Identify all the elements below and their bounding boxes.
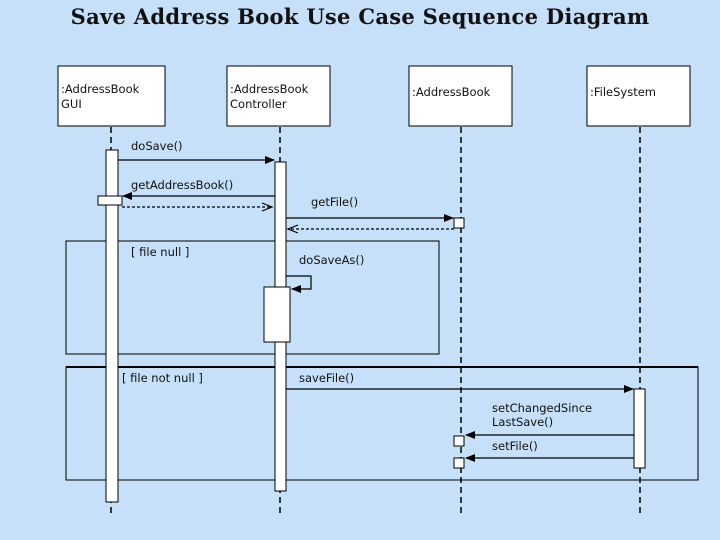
lifeline-controller-box[interactable] (226, 65, 331, 127)
lifeline-controller-type: Controller (230, 97, 287, 111)
activation-gui-nested (97, 195, 123, 206)
message-setchanged-label-2: LastSave() (492, 415, 553, 429)
activation-controller-nested (263, 286, 291, 343)
message-dosaveas-label: doSaveAs() (299, 253, 364, 267)
lifeline-addressbook-name: :AddressBook (412, 85, 491, 99)
activation-addressbook-setchanged (453, 435, 465, 447)
return-getaddressbook-head (261, 202, 274, 212)
lifeline-addressbook-box[interactable] (408, 65, 513, 127)
guard-file-not-null: [ file not null ] (122, 371, 203, 385)
lifeline-gui-type: GUI (61, 97, 82, 111)
activation-addressbook-getfile (453, 217, 465, 229)
activation-addressbook-setfile (453, 457, 465, 469)
message-dosave-label: doSave() (131, 139, 183, 153)
message-getfile-label: getFile() (311, 195, 358, 209)
lifeline-filesystem-name: :FileSystem (590, 85, 656, 99)
message-getaddressbook-label: getAddressBook() (131, 178, 233, 192)
diagram-title: Save Address Book Use Case Sequence Diag… (70, 4, 650, 29)
message-setfile-label: setFile() (492, 439, 538, 453)
return-getfile-head (286, 224, 299, 234)
message-setchanged-label-1: setChangedSince (492, 401, 592, 415)
lifeline-controller-name: :AddressBook (230, 82, 309, 96)
lifeline-gui-name: :AddressBook (61, 82, 140, 96)
message-dosaveas-arrow (286, 275, 312, 293)
activation-gui (105, 149, 119, 503)
fragment-file-null (65, 240, 440, 355)
lifeline-gui-box[interactable] (57, 65, 166, 127)
guard-file-null: [ file null ] (131, 245, 189, 259)
activation-filesystem (633, 388, 646, 469)
lifeline-filesystem-box[interactable] (586, 65, 691, 127)
message-savefile-label: saveFile() (299, 371, 354, 385)
